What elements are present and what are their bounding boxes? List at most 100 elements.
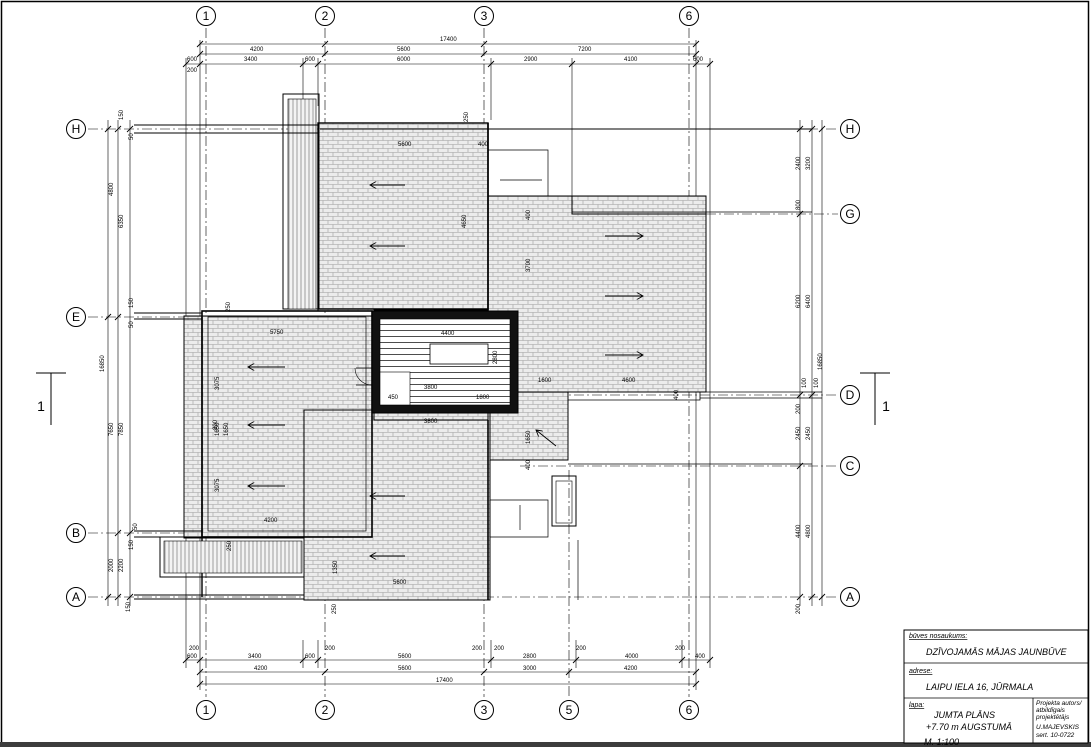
stair-shaft bbox=[354, 310, 519, 414]
axis-bubble-G-right: G bbox=[840, 204, 860, 224]
dim-left-2200: 2200 bbox=[119, 558, 125, 572]
sheet-label: lapa: bbox=[909, 702, 924, 709]
axis-bubble-B-left: B bbox=[66, 523, 86, 543]
dim-bot-total: 17400 bbox=[436, 678, 453, 684]
dim-left-150b: 150 bbox=[129, 297, 135, 308]
dim-top-4100: 4100 bbox=[624, 57, 638, 63]
section-mark-left bbox=[36, 372, 66, 425]
roof-area-south bbox=[303, 409, 491, 601]
author-certificate: sert. 10-0722 bbox=[1036, 732, 1075, 739]
dim-right-4400: 4400 bbox=[796, 524, 802, 538]
sheet-subtitle: +7.70 m AUGSTUMĀ bbox=[926, 722, 1012, 732]
svg-text:6: 6 bbox=[686, 9, 693, 23]
dim-top-600c: 600 bbox=[693, 57, 704, 63]
dim-left-2000: 2000 bbox=[109, 558, 115, 572]
axis-bubble-D-right: D bbox=[840, 385, 860, 405]
dim-left-50a: 50 bbox=[129, 133, 135, 140]
axis-bubble-2-top: 2 bbox=[315, 6, 335, 26]
dim-in-6: 1800 bbox=[476, 395, 490, 401]
dim-top-2900: 2900 bbox=[524, 57, 538, 63]
row-axis-bubbles-right: H G D C A bbox=[840, 119, 860, 607]
axis-bubble-6-bottom: 6 bbox=[679, 700, 699, 720]
dim-in-11: 1600 bbox=[538, 378, 552, 384]
axis-bubble-E-left: E bbox=[66, 307, 86, 327]
project-value: DZĪVOJAMĀS MĀJAS JAUNBŪVE bbox=[926, 647, 1068, 657]
axis-bubble-1-bottom: 1 bbox=[196, 700, 216, 720]
dim-in-2: 3700 bbox=[526, 258, 532, 272]
dimension-texts-left: 4800 6350 16850 7650 7850 2000 2200 150 … bbox=[100, 109, 139, 612]
dimension-texts-inner: 5600 4650 3700 5750 4400 2800 1800 3800 … bbox=[213, 111, 680, 614]
dim-top-3400: 3400 bbox=[244, 57, 258, 63]
axis-bubble-H-left: H bbox=[66, 119, 86, 139]
svg-text:H: H bbox=[846, 122, 855, 136]
dim-left-150a: 150 bbox=[119, 109, 125, 120]
dim-right-2450b: 2450 bbox=[806, 426, 812, 440]
dim-bot-4200a: 4200 bbox=[254, 666, 268, 672]
svg-text:1: 1 bbox=[203, 9, 210, 23]
axis-bubble-A-right: A bbox=[840, 587, 860, 607]
svg-text:5: 5 bbox=[566, 703, 573, 717]
title-block bbox=[903, 629, 1089, 744]
dim-bot-200a: 200 bbox=[189, 646, 200, 652]
column-axis-bubbles-top: 1 2 3 6 bbox=[196, 6, 699, 26]
author-line-1: Projekta autors/ bbox=[1036, 700, 1083, 707]
dim-left-7650: 7650 bbox=[109, 422, 115, 436]
dim-in-8: 3800 bbox=[424, 419, 438, 425]
axis-bubble-2-bottom: 2 bbox=[315, 700, 335, 720]
dim-left-50c: 50 bbox=[133, 523, 139, 530]
dim-bot-2800: 2800 bbox=[523, 654, 537, 660]
dim-top-6000: 6000 bbox=[397, 57, 411, 63]
dim-bot-4000: 4000 bbox=[625, 654, 639, 660]
dim-in-10: 5600 bbox=[393, 580, 407, 586]
svg-text:E: E bbox=[72, 310, 80, 324]
dim-right-100b: 100 bbox=[814, 377, 820, 388]
dimension-texts-top: 17400 4200 5600 7200 600 3400 600 6000 2… bbox=[187, 37, 704, 74]
dim-in-26: 400 bbox=[674, 389, 680, 400]
dim-bot-200d: 200 bbox=[494, 646, 505, 652]
dim-in-28: 1350 bbox=[333, 560, 339, 574]
address-value: LAIPU IELA 16, JŪRMALA bbox=[926, 682, 1033, 692]
dim-left-6350: 6350 bbox=[119, 214, 125, 228]
dim-bot-5600: 5600 bbox=[398, 654, 412, 660]
svg-text:G: G bbox=[845, 207, 854, 221]
dim-top-5600: 5600 bbox=[397, 47, 411, 53]
roof-surfaces bbox=[183, 122, 707, 601]
wall-outlines bbox=[134, 93, 822, 600]
dim-in-21: 250 bbox=[227, 540, 233, 551]
axis-bubble-C-right: C bbox=[840, 456, 860, 476]
svg-text:3: 3 bbox=[481, 703, 488, 717]
author-line-3: projektētājs bbox=[1035, 714, 1070, 721]
svg-text:1: 1 bbox=[203, 703, 210, 717]
dim-in-4: 4400 bbox=[441, 331, 455, 337]
dim-right-2400: 2400 bbox=[796, 156, 802, 170]
dim-right-6200: 6200 bbox=[796, 294, 802, 308]
dim-bot-600a: 600 bbox=[187, 654, 198, 660]
dim-bot-200b: 200 bbox=[325, 646, 336, 652]
dim-right-4800: 4800 bbox=[806, 524, 812, 538]
axis-bubble-H-right: H bbox=[840, 119, 860, 139]
dimension-texts-bottom: 600 3400 600 5600 2800 4000 400 4200 560… bbox=[187, 646, 706, 684]
dim-bot-600b: 600 bbox=[305, 654, 316, 660]
dim-in-3: 5750 bbox=[270, 330, 284, 336]
dim-bot-200c: 200 bbox=[472, 646, 483, 652]
svg-text:3: 3 bbox=[481, 9, 488, 23]
dim-left-50b: 50 bbox=[129, 321, 135, 328]
dim-right-6400: 6400 bbox=[806, 294, 812, 308]
svg-text:B: B bbox=[72, 526, 80, 540]
row-axis-bubbles-left: H E B A bbox=[66, 119, 86, 607]
dim-right-16850: 16850 bbox=[818, 353, 824, 370]
dim-top-600a: 600 bbox=[187, 57, 198, 63]
dim-top-600b: 600 bbox=[305, 57, 316, 63]
dim-bot-5600b: 5600 bbox=[398, 666, 412, 672]
dim-left-150d: 150 bbox=[126, 601, 132, 612]
dim-in-25: 400 bbox=[526, 459, 532, 470]
dim-right-800: 800 bbox=[796, 199, 802, 210]
dim-in-18: 1650 bbox=[224, 422, 230, 436]
svg-text:2: 2 bbox=[322, 703, 329, 717]
svg-text:C: C bbox=[846, 459, 855, 473]
dim-in-12: 4600 bbox=[622, 378, 636, 384]
dim-in-22: 250 bbox=[332, 603, 338, 614]
sheet-title: JUMTA PLĀNS bbox=[933, 710, 995, 720]
dim-bot-400: 400 bbox=[695, 654, 706, 660]
